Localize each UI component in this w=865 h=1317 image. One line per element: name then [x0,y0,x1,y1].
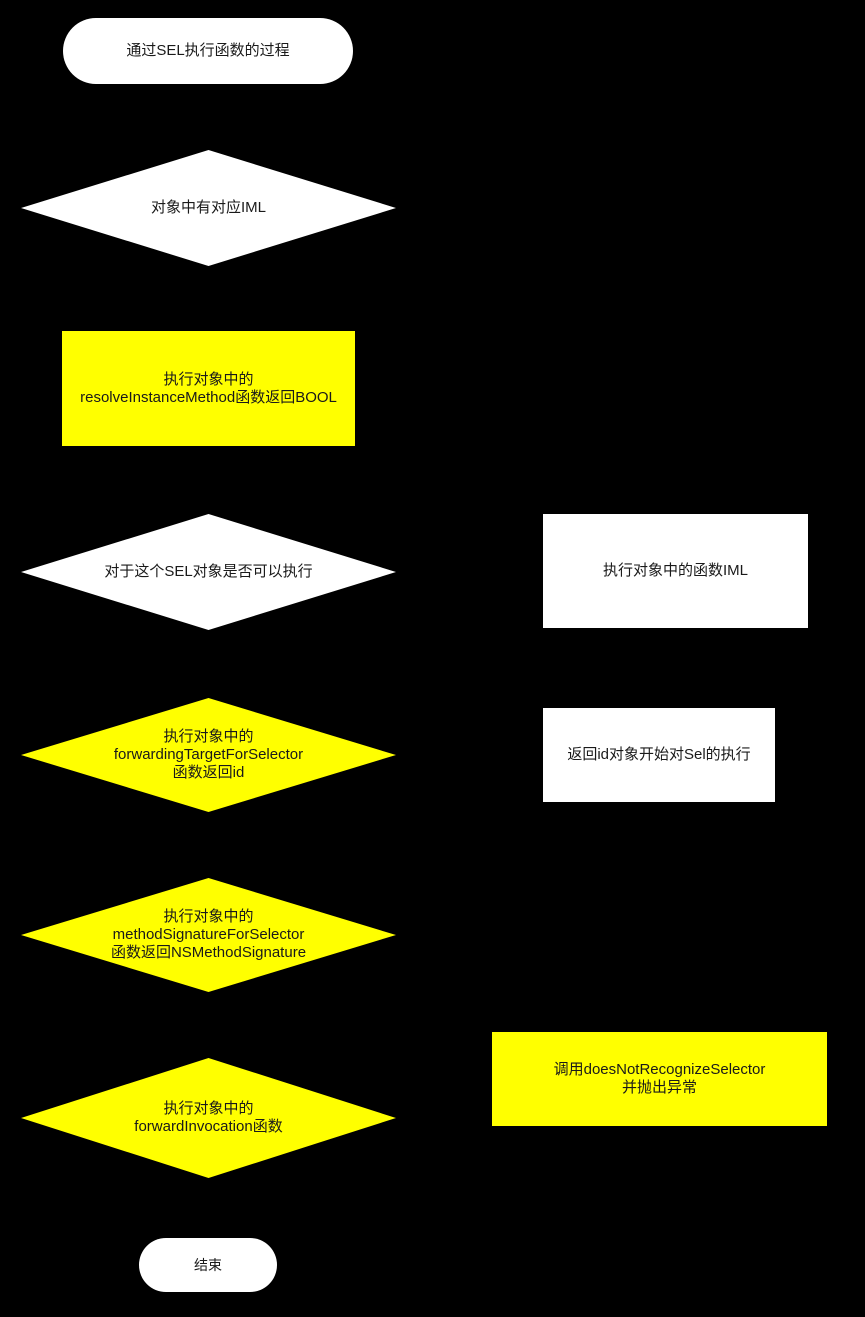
edge-can-execute-to-forwarding [207,630,209,698]
node-can-execute-sel[interactable]: 对于这个SEL对象是否可以执行 [21,514,396,630]
node-return-id-exec[interactable]: 返回id对象开始对Sel的执行 [543,708,775,802]
edge-forwarding-to-method-signature [207,812,209,878]
edge-method-signature-to-forward-invocation [207,992,209,1058]
edge-has-iml-to-resolve [207,266,209,331]
node-does-not-recognize-selector[interactable]: 调用doesNotRecognizeSelector 并抛出异常 [492,1032,827,1126]
node-start[interactable]: 通过SEL执行函数的过程 [63,18,353,84]
node-forward-invocation-label: 执行对象中的 forwardInvocation函数 [134,1100,283,1135]
edge-can-execute-to-exec-iml [395,571,543,573]
node-does-not-recognize-selector-label: 调用doesNotRecognizeSelector 并抛出异常 [553,1061,766,1096]
node-return-id-exec-label: 返回id对象开始对Sel的执行 [567,746,751,764]
node-resolve-instance-method-label: 执行对象中的 resolveInstanceMethod函数返回BOOL [80,370,337,406]
node-end-label: 结束 [194,1256,222,1273]
node-has-iml-label: 对象中有对应IML [150,199,266,217]
node-exec-iml-label: 执行对象中的函数IML [602,562,748,580]
node-method-signature-for-selector[interactable]: 执行对象中的 methodSignatureForSelector 函数返回NS… [21,878,396,992]
node-end[interactable]: 结束 [139,1238,277,1292]
edge-forward-invocation-to-does-not-recognize [395,1118,492,1120]
node-forwarding-target-for-selector[interactable]: 执行对象中的 forwardingTargetForSelector 函数返回i… [21,698,396,812]
node-forward-invocation[interactable]: 执行对象中的 forwardInvocation函数 [21,1058,396,1178]
node-forwarding-target-for-selector-label: 执行对象中的 forwardingTargetForSelector 函数返回i… [113,728,304,781]
edge-forward-invocation-to-end [207,1178,209,1238]
node-resolve-instance-method[interactable]: 执行对象中的 resolveInstanceMethod函数返回BOOL [62,331,355,446]
edge-start-to-has-iml [207,84,209,150]
node-can-execute-sel-label: 对于这个SEL对象是否可以执行 [104,563,313,581]
node-start-label: 通过SEL执行函数的过程 [126,42,290,60]
node-has-iml[interactable]: 对象中有对应IML [21,150,396,266]
node-exec-iml[interactable]: 执行对象中的函数IML [543,514,808,628]
edge-resolve-to-can-execute [207,446,209,514]
edge-forwarding-to-return-id [395,754,543,756]
node-method-signature-for-selector-label: 执行对象中的 methodSignatureForSelector 函数返回NS… [110,908,307,961]
